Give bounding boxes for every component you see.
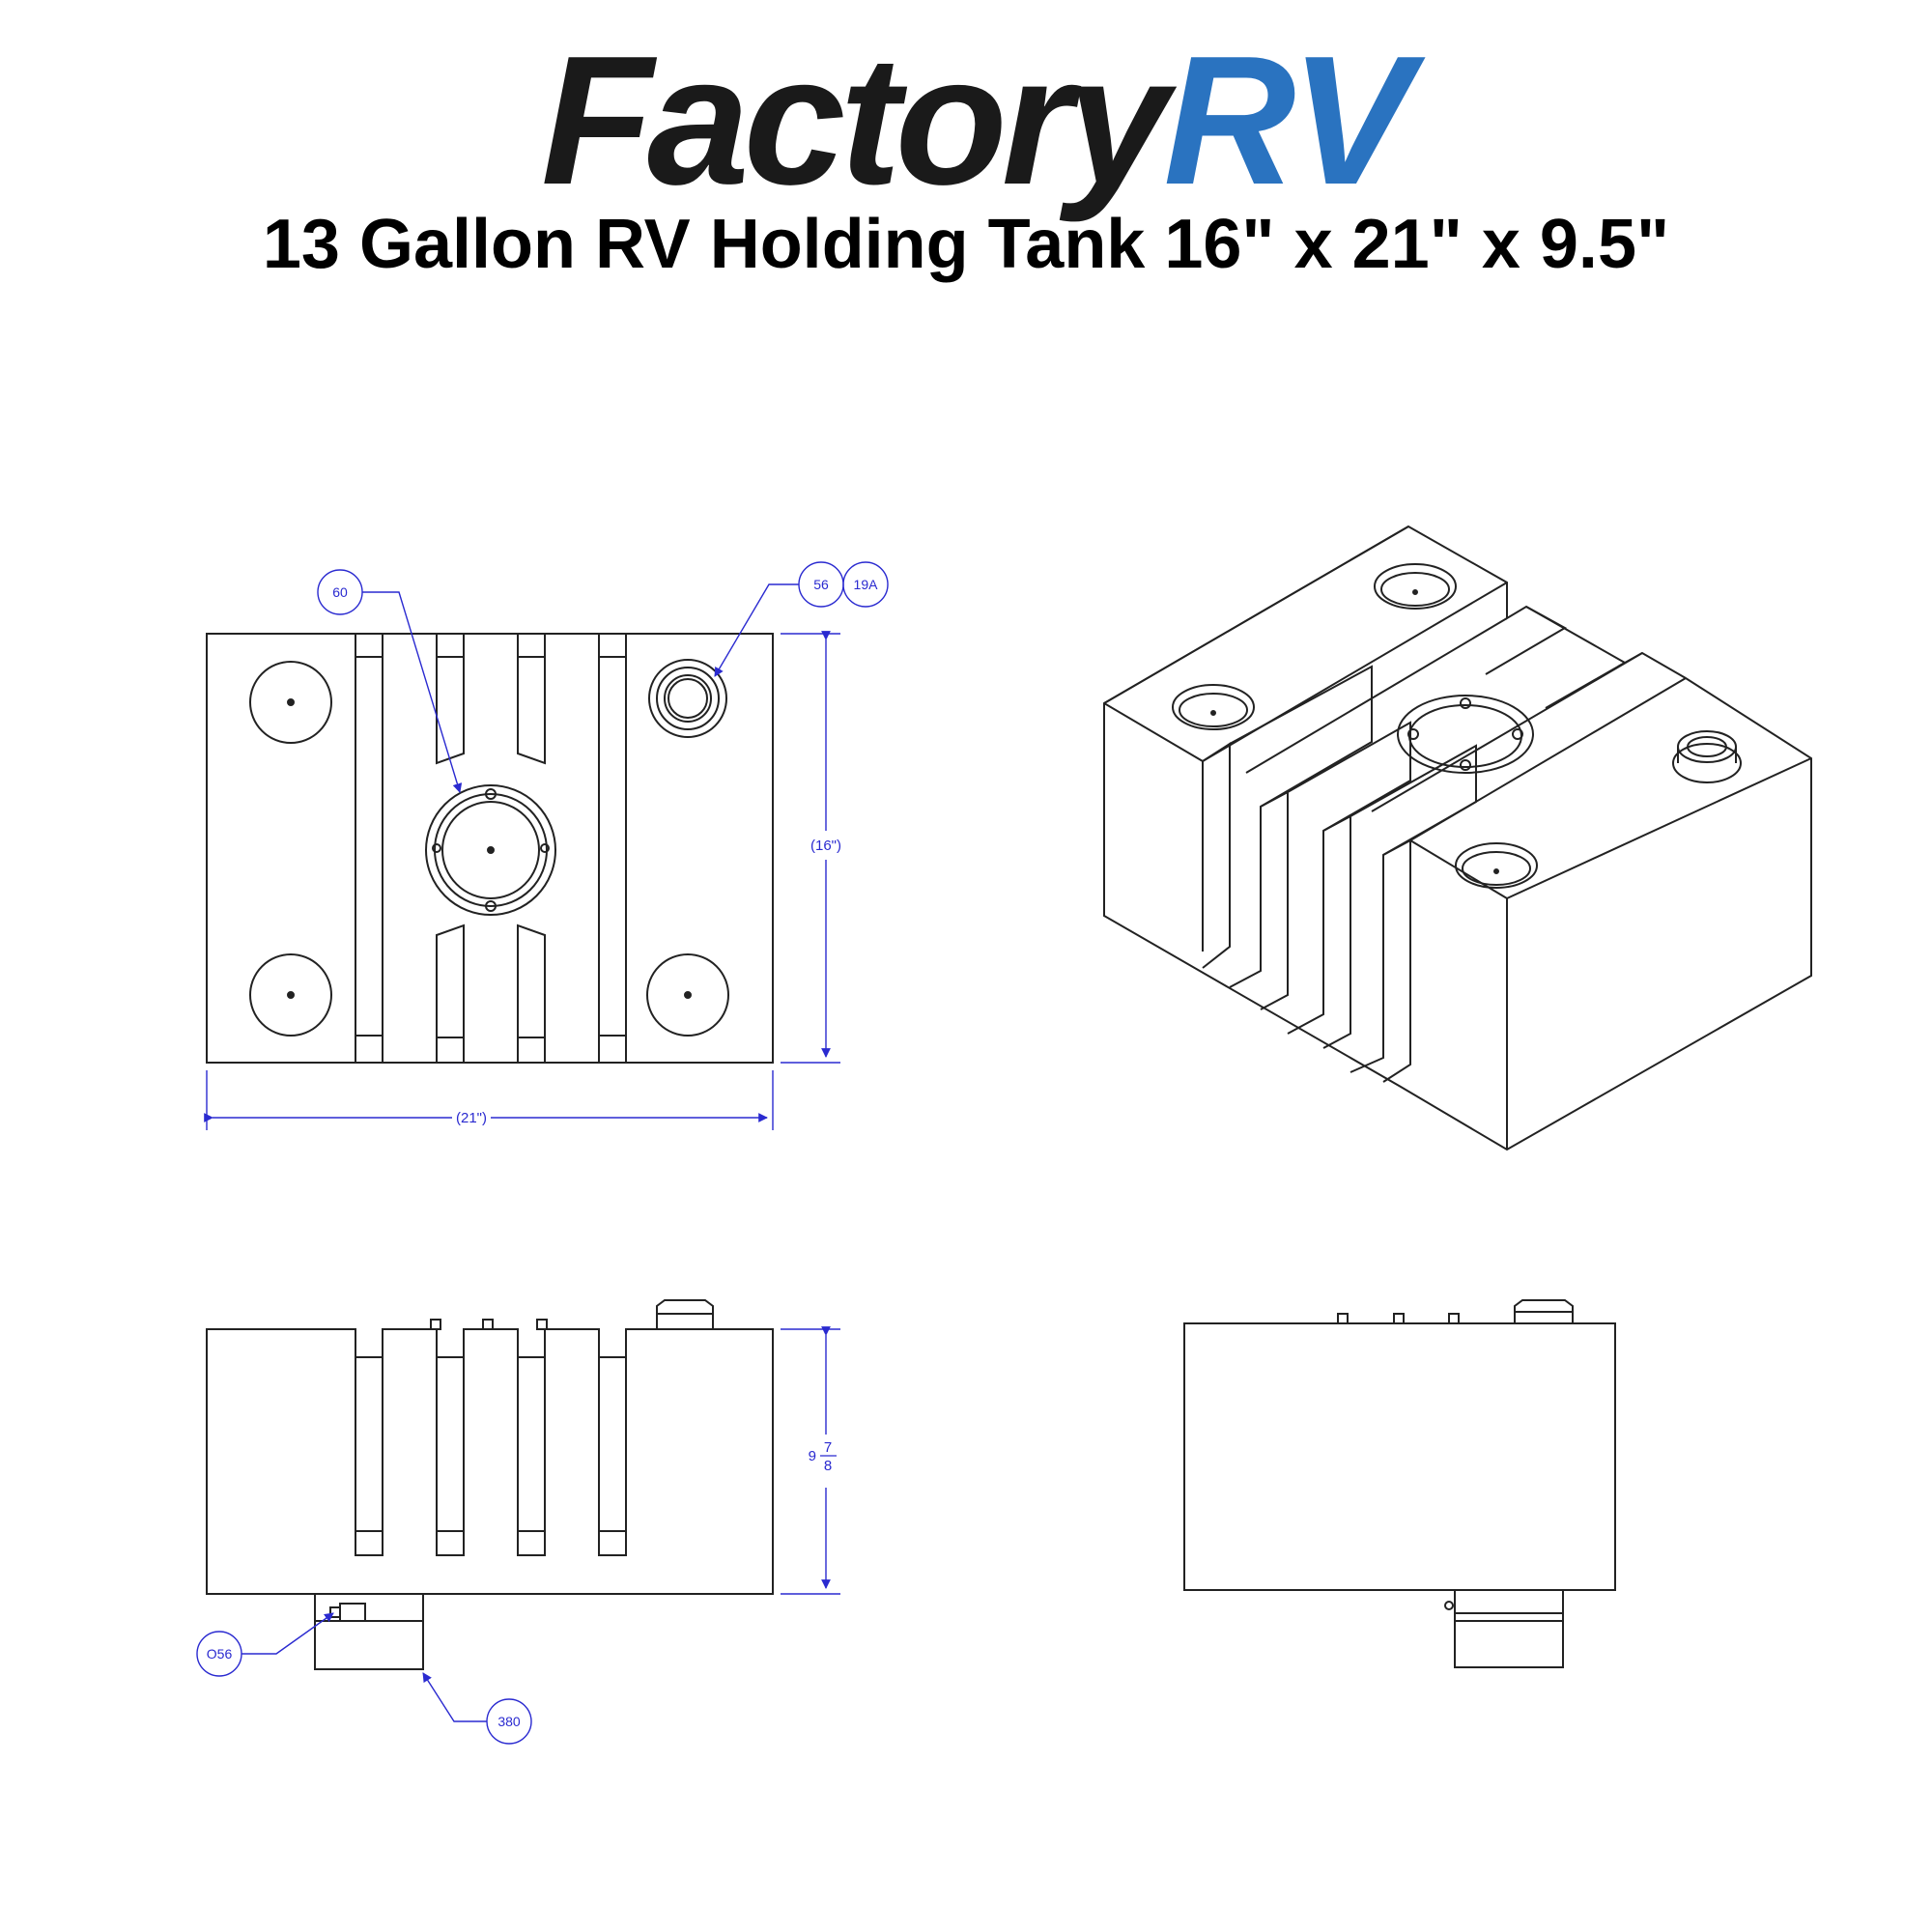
boss-circle — [646, 953, 729, 1037]
center-fitting — [425, 784, 556, 916]
logo-factory-text: Factory — [541, 18, 1169, 223]
front-drain-pipe — [314, 1593, 424, 1670]
boss-circle — [249, 953, 332, 1037]
iso-center-fitting — [1397, 695, 1534, 774]
threaded-fitting — [648, 659, 727, 738]
top-view-outline — [206, 633, 774, 1064]
front-view-outline — [206, 1328, 774, 1595]
side-view — [1183, 1299, 1616, 1668]
page-header: FactoryRV 13 Gallon RV Holding Tank 16" … — [0, 0, 1932, 309]
side-drain-pipe — [1454, 1589, 1564, 1668]
balloon-o56-label: O56 — [207, 1646, 233, 1662]
top-view — [206, 633, 774, 1064]
iso-outline — [1103, 525, 1812, 1151]
balloon-60-label: 60 — [332, 584, 348, 600]
iso-threaded-fitting — [1672, 743, 1742, 783]
side-view-outline — [1183, 1322, 1616, 1591]
dim-height-frac-num: 7 — [824, 1439, 832, 1456]
boss-circle — [249, 661, 332, 744]
balloon-19a — [842, 561, 889, 608]
dim-width-21: (21") — [456, 1110, 487, 1126]
isometric-view — [1103, 525, 1812, 1151]
balloon-56-label: 56 — [813, 577, 829, 592]
balloon-380-label: 380 — [497, 1714, 521, 1729]
logo-rv-text: RV — [1163, 18, 1412, 223]
top-view-annotations — [204, 561, 889, 1130]
front-view-annotations — [196, 1326, 840, 1745]
dim-height-16: (16") — [810, 838, 841, 854]
front-view — [206, 1299, 774, 1670]
dim-height-frac-den: 8 — [824, 1458, 832, 1474]
dim-height-whole: 9 — [809, 1448, 816, 1464]
factory-rv-logo: FactoryRV — [541, 29, 1412, 213]
balloon-19a-label: 19A — [854, 577, 879, 592]
page-title: 13 Gallon RV Holding Tank 16" x 21" x 9.… — [262, 206, 1670, 283]
